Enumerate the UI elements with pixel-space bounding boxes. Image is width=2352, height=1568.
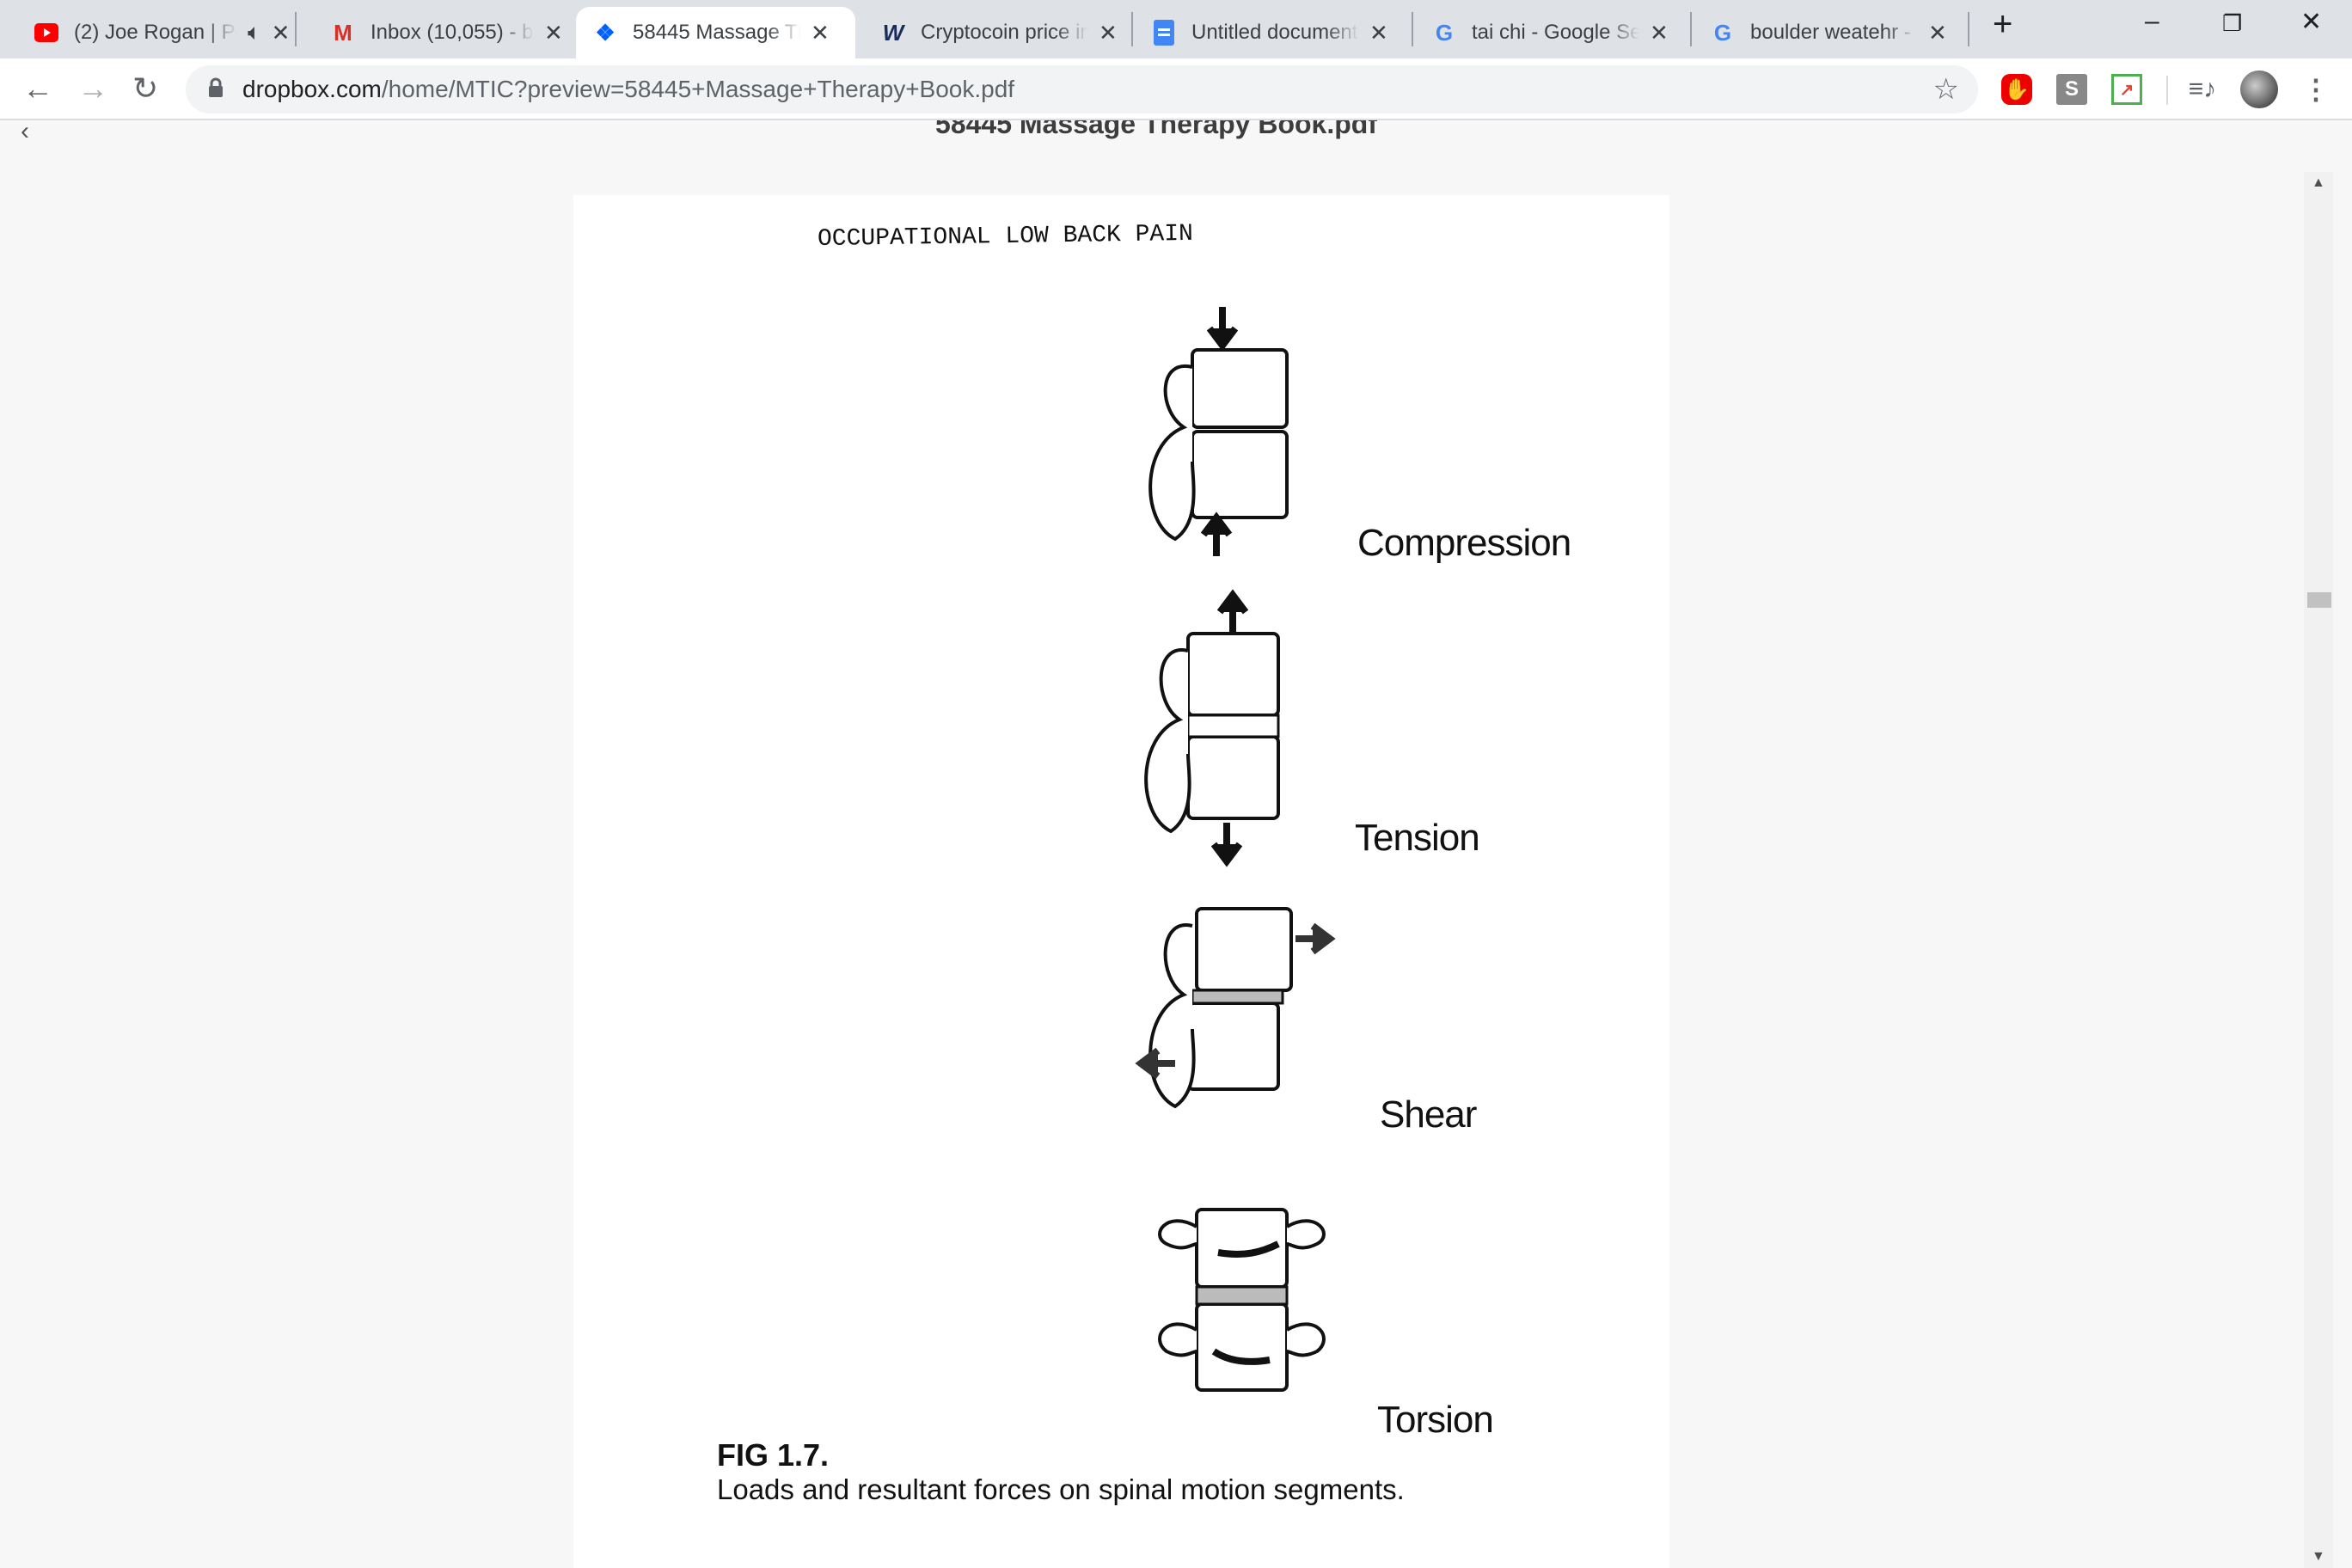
tab-docs[interactable]: Untitled document ✕: [1133, 7, 1400, 58]
spinal-loads-figure: [1135, 307, 1336, 1392]
url-text: dropbox.com/home/MTIC?preview=58445+Mass…: [242, 76, 1015, 102]
compression-vertebra-drawing: [1148, 307, 1289, 556]
close-window-button[interactable]: ✕: [2300, 8, 2323, 36]
extension-s-icon[interactable]: S: [2056, 74, 2087, 105]
shear-vertebra-drawing: [1135, 907, 1336, 1109]
address-bar[interactable]: dropbox.com/home/MTIC?preview=58445+Mass…: [186, 65, 1978, 113]
label-torsion: Torsion: [1377, 1399, 1494, 1441]
new-tab-button[interactable]: +: [1993, 5, 2013, 43]
reload-button[interactable]: ↻: [132, 70, 159, 106]
w-icon: W: [882, 19, 904, 46]
adblock-icon[interactable]: ✋: [2001, 74, 2032, 105]
speaker-muted-icon[interactable]: 🔈︎: [248, 19, 261, 45]
google-icon: G: [1435, 19, 1454, 46]
media-control-icon[interactable]: ≡♪: [2188, 75, 2217, 103]
google-docs-icon: [1152, 20, 1176, 46]
label-compression: Compression: [1357, 522, 1571, 564]
tab-title: Untitled document: [1191, 21, 1358, 44]
tension-vertebra-drawing: [1144, 589, 1280, 867]
tab-boulder[interactable]: G boulder weatehr - Google ✕: [1692, 7, 1959, 58]
tab-taichi[interactable]: G tai chi - Google Search ✕: [1413, 7, 1681, 58]
tab-title: tai chi - Google Search: [1472, 21, 1639, 44]
pdf-page: OCCUPATIONAL LOW BACK PAIN Compression T…: [573, 195, 1669, 1568]
extension-chart-icon[interactable]: ↗: [2111, 74, 2142, 105]
close-tab-icon[interactable]: ✕: [271, 19, 291, 46]
close-tab-icon[interactable]: ✕: [1369, 19, 1388, 46]
tab-youtube[interactable]: (2) Joe Rogan | Podcast 🔈︎ ✕: [0, 7, 302, 58]
tab-title: Inbox (10,055) - br: [371, 21, 534, 44]
gmail-icon: M: [334, 19, 352, 46]
close-tab-icon[interactable]: ✕: [544, 19, 563, 46]
vertical-scrollbar[interactable]: ▲ ▼: [2304, 172, 2333, 1568]
browser-toolbar: ← → ↻ dropbox.com/home/MTIC?preview=5844…: [0, 58, 2352, 120]
forward-button[interactable]: →: [77, 70, 108, 106]
close-tab-icon[interactable]: ✕: [1928, 19, 1947, 46]
tab-title: boulder weatehr - Google: [1750, 21, 1918, 44]
torsion-vertebra-drawing: [1158, 1208, 1326, 1392]
tab-title: (2) Joe Rogan | Podcast: [74, 21, 237, 44]
scroll-down-arrow[interactable]: ▼: [2312, 1549, 2325, 1564]
tab-strip: (2) Joe Rogan | Podcast 🔈︎ ✕ M Inbox (10…: [0, 0, 2352, 58]
scroll-up-arrow[interactable]: ▲: [2312, 175, 2325, 190]
tab-crypto[interactable]: W Cryptocoin price index ✕: [847, 7, 1130, 58]
figure-caption: Loads and resultant forces on spinal mot…: [717, 1473, 1405, 1505]
tab-title: Cryptocoin price index: [921, 21, 1088, 44]
pdf-viewer: ‹ 58445 Massage Therapy Book.pdf OCCUPAT…: [0, 120, 2352, 1568]
close-tab-icon[interactable]: ✕: [1099, 19, 1118, 46]
figure-number: FIG 1.7.: [717, 1437, 830, 1473]
restore-button[interactable]: ❐: [2222, 10, 2243, 36]
back-chevron-icon[interactable]: ‹: [21, 120, 29, 145]
label-tension: Tension: [1355, 817, 1480, 859]
document-title: 58445 Massage Therapy Book.pdf: [935, 120, 1377, 139]
minimize-button[interactable]: –: [2145, 7, 2159, 35]
youtube-icon: [34, 21, 58, 45]
bookmark-star-icon[interactable]: ☆: [1932, 73, 1959, 106]
lock-icon: [208, 77, 224, 102]
tab-dropbox[interactable]: ❖ 58445 Massage Therapy ✕: [576, 7, 855, 58]
close-tab-icon[interactable]: ✕: [1650, 19, 1669, 46]
tab-gmail[interactable]: M Inbox (10,055) - br ✕: [297, 7, 575, 58]
scrollbar-thumb[interactable]: [2307, 592, 2331, 608]
google-icon: G: [1713, 19, 1732, 46]
tab-title: 58445 Massage Therapy: [633, 21, 800, 44]
profile-avatar[interactable]: [2240, 70, 2278, 108]
back-button[interactable]: ←: [22, 70, 53, 106]
label-shear: Shear: [1380, 1093, 1477, 1136]
dropbox-icon: ❖: [595, 19, 616, 46]
close-tab-icon[interactable]: ✕: [811, 19, 830, 46]
menu-kebab-icon[interactable]: ⋮: [2302, 74, 2330, 105]
